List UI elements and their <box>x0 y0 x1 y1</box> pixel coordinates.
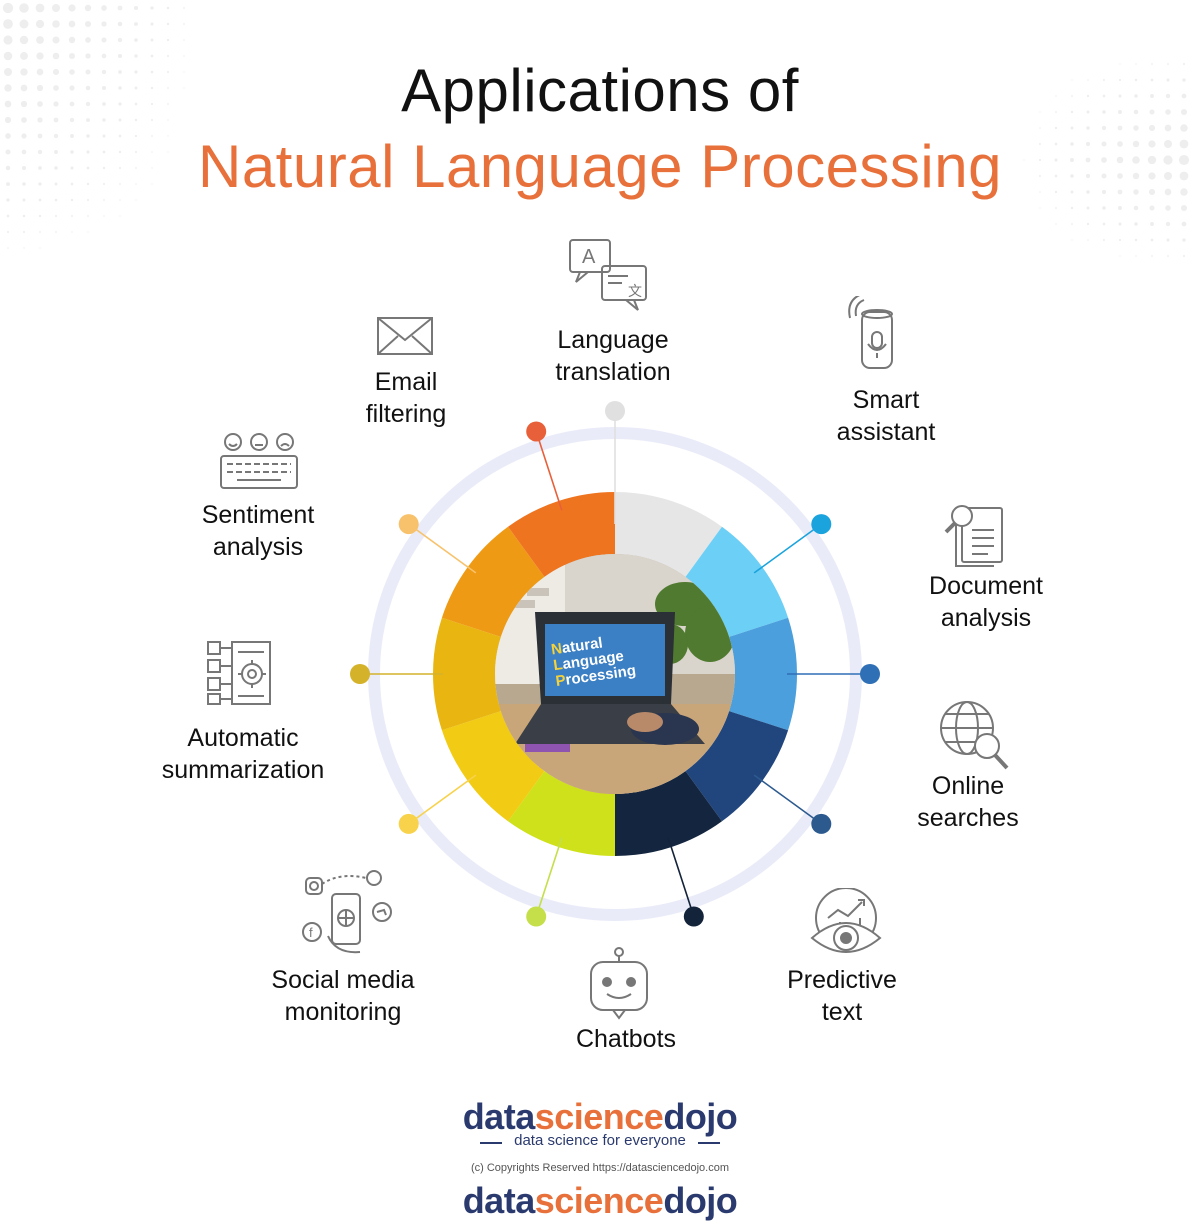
connector-dot <box>605 401 625 421</box>
brand-tagline-row: data science for everyone <box>480 1132 720 1152</box>
label-automatic-summarization: Automatic summarization <box>161 724 325 784</box>
label-social-media-monitoring: Social media monitoring <box>271 966 415 1026</box>
tagline-rule-right <box>698 1142 720 1144</box>
wheel-segment <box>441 526 545 637</box>
connector-line <box>408 523 477 574</box>
connector-dot <box>526 906 547 927</box>
wheel-segment <box>615 771 722 856</box>
brand-logo: datasciencedojo <box>0 1096 1200 1138</box>
wheel-segment <box>685 526 789 637</box>
wheel-segment <box>508 771 615 856</box>
label-sentiment-analysis: Sentiment analysis <box>201 501 315 561</box>
label-chatbots: Chatbots <box>575 1025 677 1053</box>
brand-logo-part-2: science <box>534 1096 664 1137</box>
connector-line <box>535 431 563 511</box>
connector-dot <box>811 514 832 535</box>
wheel-segment <box>685 711 789 822</box>
connector-dot <box>860 664 880 684</box>
wheel-segment <box>729 617 797 731</box>
svg-text:f: f <box>309 925 313 940</box>
title-line-1: Applications of <box>401 57 799 124</box>
connector-line <box>408 774 477 825</box>
connector-line <box>753 523 822 574</box>
sentiment-keyboard-icon <box>219 432 299 490</box>
envelope-icon <box>376 316 434 356</box>
wheel-segment <box>508 492 615 577</box>
svg-text:A: A <box>582 246 596 268</box>
social-phone-icon: f <box>300 870 394 954</box>
connector-line <box>753 774 822 825</box>
connector-line <box>535 837 563 917</box>
center-laptop-photo: Natural Language Processing <box>495 554 735 794</box>
summary-gear-icon <box>206 640 274 706</box>
eye-chart-icon <box>808 888 884 960</box>
brand-logo-cutoff: datasciencedojo <box>462 1180 738 1221</box>
copyright-text: (c) Copyrights Reserved https://datascie… <box>470 1162 729 1174</box>
wheel-segment <box>432 617 501 731</box>
wheel-segment <box>441 711 545 822</box>
robot-icon <box>587 946 651 1020</box>
label-online-searches: Online searches <box>917 772 1019 832</box>
document-search-icon <box>944 500 1008 570</box>
wheel-segment <box>615 492 722 577</box>
brand-logo-part-3: dojo <box>663 1096 738 1137</box>
label-smart-assistant: Smart assistant <box>836 386 936 446</box>
label-document-analysis: Document analysis <box>929 572 1043 632</box>
connector-dot <box>398 514 419 535</box>
smart-speaker-icon <box>844 296 908 376</box>
label-email-filtering: Email filtering <box>365 368 447 428</box>
connector-line <box>667 837 695 917</box>
connector-dot <box>350 664 370 684</box>
label-language-translation: Language translation <box>555 326 671 386</box>
connector-dot <box>811 813 832 834</box>
svg-text:文: 文 <box>628 284 642 300</box>
brand-logo-part-1: data <box>462 1096 536 1137</box>
tagline-rule-left <box>480 1142 502 1144</box>
brand-tagline: data science for everyone <box>514 1132 686 1149</box>
translate-icon: A 文 <box>566 236 650 316</box>
connector-dot <box>683 906 704 927</box>
title-line-2: Natural Language Processing <box>197 133 1003 200</box>
label-predictive-text: Predictive text <box>787 966 897 1026</box>
connector-dot <box>526 421 547 442</box>
connector-dot <box>398 813 419 834</box>
globe-search-icon <box>937 700 1011 772</box>
